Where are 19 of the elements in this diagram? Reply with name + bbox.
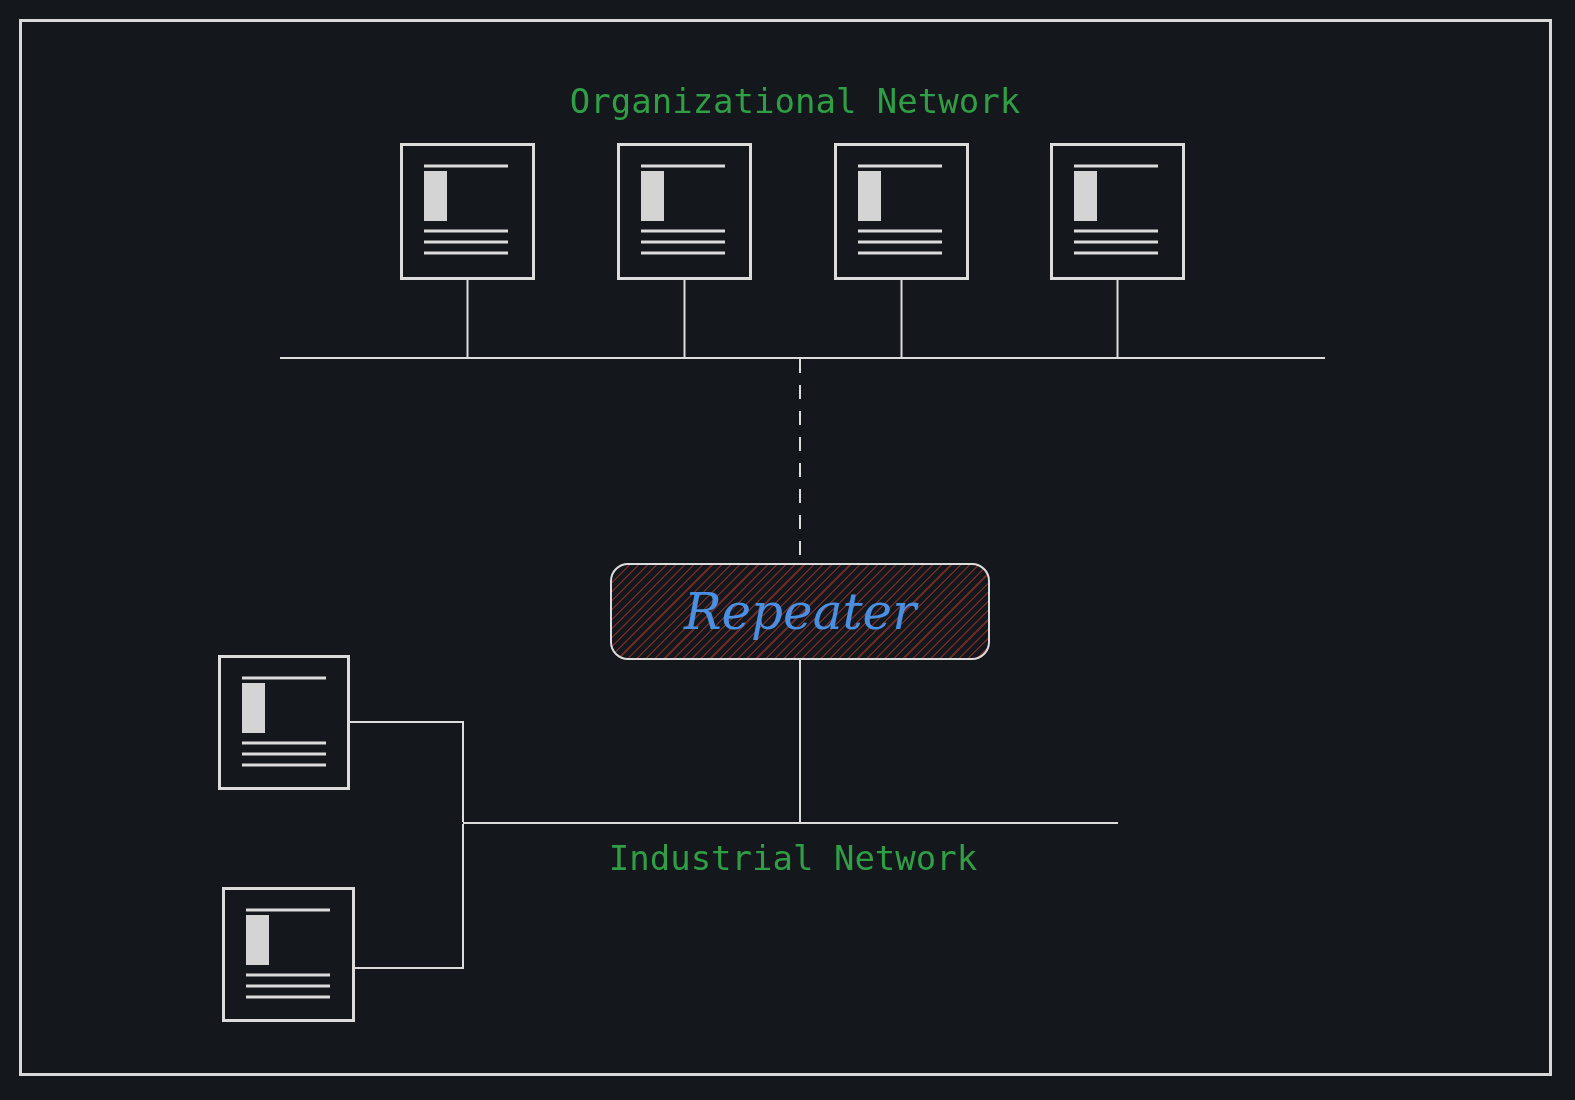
network-label: Industrial Network [608,838,978,878]
computer-icon [834,143,969,280]
connector-line [466,279,469,358]
computer-icon [218,655,350,790]
repeater-label: Repeater [683,582,917,641]
connector-line [900,279,903,358]
connector-line [349,721,464,823]
connector-line [354,823,464,969]
computer-icon [400,143,535,280]
connector-line [683,279,686,358]
computer-icon [617,143,752,280]
computer-icon [222,887,355,1022]
computer-icon [1050,143,1185,280]
bus-line [463,822,1118,824]
network-label: Organizational Network [569,81,1021,121]
connector-line [799,659,801,823]
bus-line [280,357,1325,359]
connector-line [1116,279,1119,358]
repeater-box [610,563,990,660]
